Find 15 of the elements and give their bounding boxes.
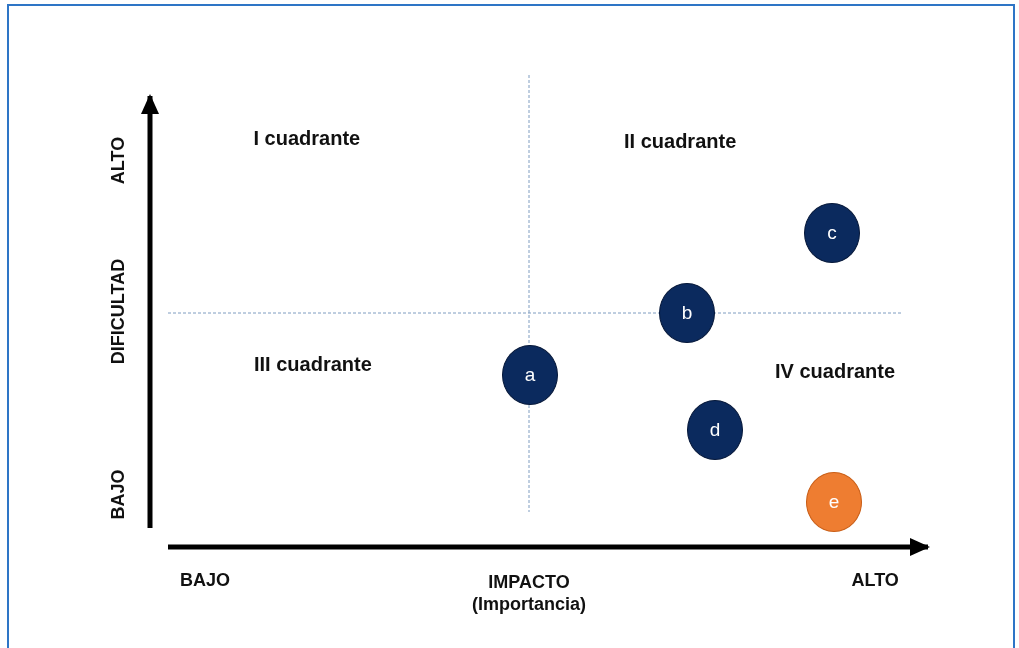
point-marker: a <box>502 345 558 405</box>
quadrant-label: IV cuadrante <box>775 359 896 383</box>
axis-level-label: BAJO <box>107 469 129 519</box>
quadrant-label: II cuadrante <box>624 129 737 153</box>
axis-title: DIFICULTAD <box>107 258 129 364</box>
axis-title: IMPACTO (Importancia) <box>471 570 587 616</box>
quadrant-label: I cuadrante <box>253 126 361 150</box>
point-marker: c <box>804 203 860 263</box>
point-marker: b <box>659 283 715 343</box>
point-marker: e <box>806 472 862 532</box>
axis-level-label: ALTO <box>851 569 899 591</box>
axis-level-label: ALTO <box>107 136 129 184</box>
point-marker: d <box>687 400 743 460</box>
axis-level-label: BAJO <box>180 569 230 591</box>
quadrant-label: III cuadrante <box>254 352 372 376</box>
